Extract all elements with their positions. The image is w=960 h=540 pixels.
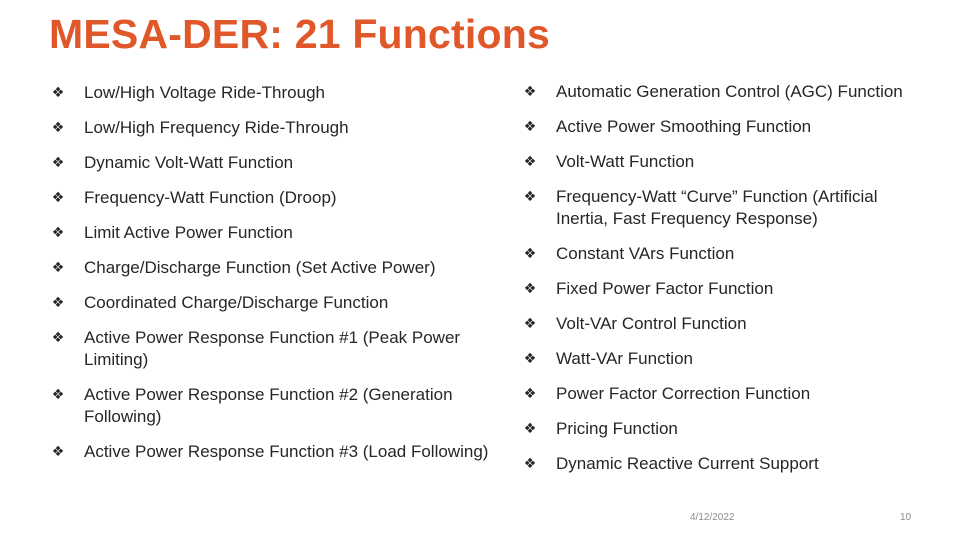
diamond-bullet-icon: ❖: [51, 295, 65, 311]
diamond-bullet-icon: ❖: [523, 421, 537, 437]
diamond-bullet-icon: ❖: [523, 456, 537, 472]
left-function-list: ❖ Low/High Voltage Ride-Through ❖ Low/High…: [50, 82, 490, 476]
list-item: ❖ Volt-VAr Control Function: [522, 313, 932, 335]
diamond-bullet-icon: ❖: [523, 189, 537, 205]
list-item-label: Constant VArs Function: [556, 244, 735, 263]
list-item: ❖ Limit Active Power Function: [50, 222, 490, 244]
list-item: ❖ Dynamic Volt-Watt Function: [50, 152, 490, 174]
list-item: ❖ Pricing Function: [522, 418, 932, 440]
list-item-label: Frequency-Watt “Curve” Function (Artific…: [556, 187, 878, 228]
list-item-label: Dynamic Reactive Current Support: [556, 454, 819, 473]
list-item-label: Coordinated Charge/Discharge Function: [84, 293, 389, 312]
diamond-bullet-icon: ❖: [523, 84, 537, 100]
diamond-bullet-icon: ❖: [51, 260, 65, 276]
right-function-list: ❖ Automatic Generation Control (AGC) Func…: [522, 81, 932, 488]
list-item: ❖ Volt-Watt Function: [522, 151, 932, 173]
list-item: ❖ Constant VArs Function: [522, 243, 932, 265]
diamond-bullet-icon: ❖: [51, 155, 65, 171]
diamond-bullet-icon: ❖: [51, 330, 65, 346]
diamond-bullet-icon: ❖: [51, 387, 65, 403]
diamond-bullet-icon: ❖: [51, 190, 65, 206]
diamond-bullet-icon: ❖: [51, 444, 65, 460]
list-item-label: Fixed Power Factor Function: [556, 279, 774, 298]
diamond-bullet-icon: ❖: [523, 281, 537, 297]
list-item: ❖ Active Power Response Function #2 (Gene…: [50, 384, 490, 428]
diamond-bullet-icon: ❖: [523, 154, 537, 170]
list-item: ❖ Watt-VAr Function: [522, 348, 932, 370]
list-item-label: Power Factor Correction Function: [556, 384, 811, 403]
list-item-label: Limit Active Power Function: [84, 223, 293, 242]
list-item-label: Volt-Watt Function: [556, 152, 695, 171]
list-item: ❖ Frequency-Watt Function (Droop): [50, 187, 490, 209]
list-item-label: Automatic Generation Control (AGC) Funct…: [556, 82, 903, 101]
list-item: ❖ Low/High Frequency Ride-Through: [50, 117, 490, 139]
list-item: ❖ Fixed Power Factor Function: [522, 278, 932, 300]
list-item-label: Low/High Frequency Ride-Through: [84, 118, 349, 137]
list-item: ❖ Automatic Generation Control (AGC) Func…: [522, 81, 932, 103]
list-item-label: Active Power Response Function #3 (Load …: [84, 442, 489, 461]
list-item-label: Charge/Discharge Function (Set Active Po…: [84, 258, 436, 277]
diamond-bullet-icon: ❖: [51, 120, 65, 136]
list-item-label: Pricing Function: [556, 419, 678, 438]
slide-title: MESA-DER: 21 Functions: [49, 11, 550, 57]
list-item-label: Active Power Response Function #2 (Gener…: [84, 385, 453, 426]
list-item-label: Low/High Voltage Ride-Through: [84, 83, 325, 102]
diamond-bullet-icon: ❖: [523, 386, 537, 402]
list-item-label: Dynamic Volt-Watt Function: [84, 153, 294, 172]
list-item-label: Active Power Smoothing Function: [556, 117, 812, 136]
list-item-label: Frequency-Watt Function (Droop): [84, 188, 337, 207]
diamond-bullet-icon: ❖: [523, 316, 537, 332]
diamond-bullet-icon: ❖: [523, 351, 537, 367]
list-item: ❖ Active Power Smoothing Function: [522, 116, 932, 138]
diamond-bullet-icon: ❖: [51, 85, 65, 101]
list-item-label: Watt-VAr Function: [556, 349, 693, 368]
list-item: ❖ Charge/Discharge Function (Set Active P…: [50, 257, 490, 279]
list-item: ❖ Active Power Response Function #1 (Peak…: [50, 327, 490, 371]
list-item-label: Volt-VAr Control Function: [556, 314, 747, 333]
diamond-bullet-icon: ❖: [51, 225, 65, 241]
list-item: ❖ Dynamic Reactive Current Support: [522, 453, 932, 475]
diamond-bullet-icon: ❖: [523, 246, 537, 262]
footer-date: 4/12/2022: [690, 512, 735, 523]
list-item: ❖ Power Factor Correction Function: [522, 383, 932, 405]
list-item: ❖ Low/High Voltage Ride-Through: [50, 82, 490, 104]
diamond-bullet-icon: ❖: [523, 119, 537, 135]
list-item-label: Active Power Response Function #1 (Peak …: [84, 328, 461, 369]
slide-number: 10: [900, 512, 912, 523]
list-item: ❖ Coordinated Charge/Discharge Function: [50, 292, 490, 314]
list-item: ❖ Frequency-Watt “Curve” Function (Artifi…: [522, 186, 932, 230]
list-item: ❖ Active Power Response Function #3 (Load…: [50, 441, 490, 463]
